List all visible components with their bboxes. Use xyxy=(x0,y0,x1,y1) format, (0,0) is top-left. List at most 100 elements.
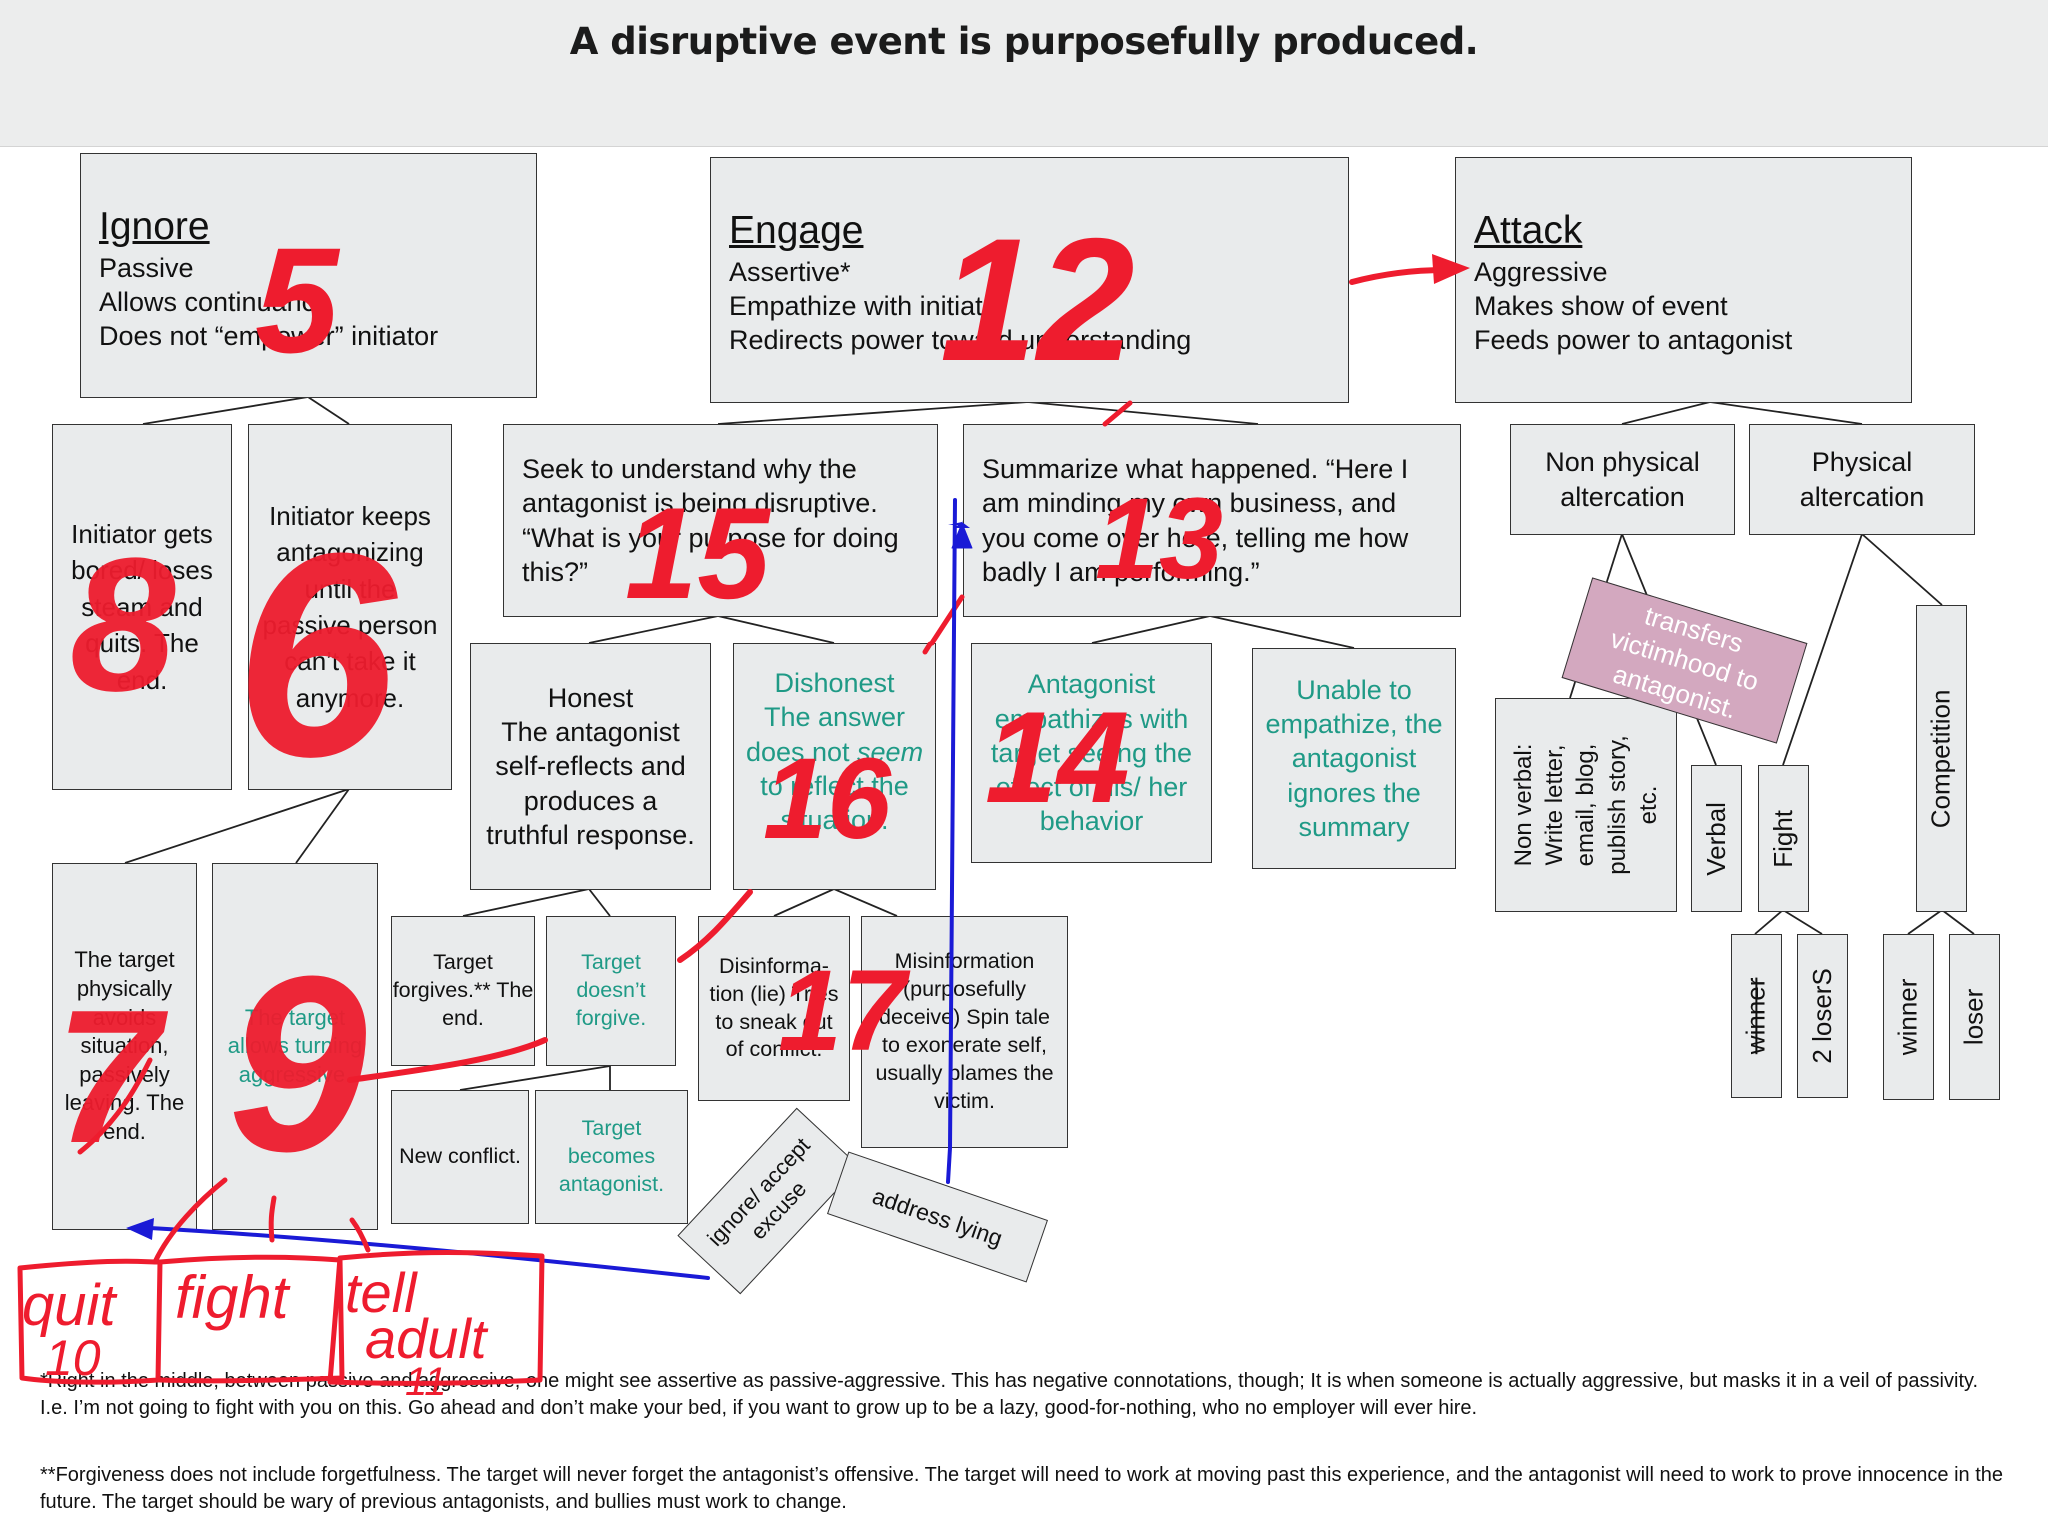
honest-box: Honest The antagonist self-reflects and … xyxy=(470,643,711,890)
connector xyxy=(1861,533,1943,606)
competition-winner-box: winner xyxy=(1883,934,1934,1100)
target-forgives-box: Target forgives.** The end. xyxy=(391,916,535,1066)
dishonest-text-a: The answer does not xyxy=(745,702,906,767)
connector xyxy=(1907,909,1943,935)
new-conflict-box: New conflict. xyxy=(391,1090,529,1224)
connector xyxy=(124,788,350,864)
engage-heading: Engage xyxy=(729,209,864,252)
target-not-forgive-box: Target doesn’t forgive. xyxy=(546,916,676,1066)
blue-arrow-head-icon xyxy=(951,522,973,549)
unable-empathize-box: Unable to empathize, the antagonist igno… xyxy=(1252,648,1456,869)
verbal-box: Verbal xyxy=(1691,765,1742,912)
connector xyxy=(1027,401,1259,425)
keeps-antagonizing-box: Initiator keeps antagonizing until the p… xyxy=(248,424,452,790)
dishonest-text-c: to reflect the situation. xyxy=(760,770,909,836)
ink-number: 5 xyxy=(255,216,341,384)
attack-box: Attack Aggressive Makes show of event Fe… xyxy=(1455,157,1912,403)
summarize-box: Summarize what happened. “Here I am mind… xyxy=(963,424,1461,617)
engage-line: Assertive* xyxy=(729,256,851,287)
competition-box: Competition xyxy=(1916,605,1967,912)
connector xyxy=(588,615,719,644)
ink-label: adult xyxy=(365,1307,489,1370)
connector xyxy=(295,788,350,864)
blue-arrow-head-icon xyxy=(126,1218,154,1240)
connector xyxy=(1621,401,1711,425)
connector xyxy=(1782,909,1823,935)
ink-stroke xyxy=(677,889,753,963)
ink-number: 7 xyxy=(55,971,169,1183)
arrow-head-icon xyxy=(1432,254,1470,284)
seek-understand-box: Seek to understand why the antagonist is… xyxy=(503,424,938,617)
ink-stroke xyxy=(1102,400,1133,427)
non-verbal-box: Non verbal: Write letter, email, blog, p… xyxy=(1495,698,1677,912)
attack-line: Makes show of event xyxy=(1474,291,1728,322)
ink-number: 12 xyxy=(940,203,1135,398)
connector xyxy=(1209,615,1355,649)
misinformation-box: Misinformation (purposefully deceive) Sp… xyxy=(861,916,1068,1148)
allows-aggressive-box: The target allows turning aggressive. xyxy=(212,863,378,1230)
connector xyxy=(717,615,835,644)
fight-losers-box: 2 loserS xyxy=(1797,934,1848,1098)
dishonest-heading: Dishonest xyxy=(774,668,895,698)
ink-number: 15 xyxy=(625,480,771,626)
connector xyxy=(459,1065,611,1091)
ignore-line: Allows continuance xyxy=(99,287,331,318)
attack-heading: Attack xyxy=(1474,209,1583,252)
engage-to-attack-arrow xyxy=(1349,267,1448,285)
ignore-line: Does not “empower” initiator xyxy=(99,321,439,352)
dishonest-emphasis: seem xyxy=(857,736,924,767)
ink-number: 14 xyxy=(985,684,1130,830)
fight-winner-box: winner xyxy=(1731,934,1782,1098)
ink-label: quit xyxy=(22,1273,118,1338)
ink-label: 10 xyxy=(45,1330,101,1386)
ink-number: 13 xyxy=(1095,475,1223,603)
ink-label: 11 xyxy=(405,1360,447,1404)
ink-number: 6 xyxy=(235,493,398,817)
footnote-forgiveness: **Forgiveness does not include forgetful… xyxy=(40,1464,2004,1513)
engage-box: Engage Assertive* Empathize with initiat… xyxy=(710,157,1349,403)
connector xyxy=(1941,909,1975,935)
connector xyxy=(1091,615,1211,644)
engage-line: Empathize with initiator xyxy=(729,291,1007,322)
connector xyxy=(1709,401,1863,425)
ink-number: 16 xyxy=(763,735,892,863)
ink-stroke xyxy=(347,1037,548,1083)
connector xyxy=(773,888,835,917)
non-physical-box: Non physical altercation xyxy=(1510,424,1735,535)
page-title: A disruptive event is purposefully produ… xyxy=(569,20,1479,63)
antagonist-empathizes-box: Antagonist empathizes with target seeing… xyxy=(971,643,1212,863)
ink-number: 9 xyxy=(228,924,367,1203)
ignore-heading: Ignore xyxy=(99,205,210,248)
attack-line: Aggressive xyxy=(1474,256,1608,287)
connector xyxy=(833,888,898,917)
dishonest-text: The answer does not seem to reflect the … xyxy=(744,700,925,837)
blue-arrow-line xyxy=(946,498,957,1184)
bored-box: Initiator gets bored/ loses steam and qu… xyxy=(52,424,232,790)
connector xyxy=(307,396,350,425)
dishonest-box: Dishonest The answer does not seem to re… xyxy=(733,643,936,890)
ink-label: tell xyxy=(345,1261,418,1324)
ink-box-fight xyxy=(157,1254,345,1384)
connector xyxy=(1782,533,1863,766)
ink-stroke xyxy=(929,594,965,646)
engage-line: Redirects power toward understanding xyxy=(729,325,1192,356)
attack-line: Feeds power to antagonist xyxy=(1474,325,1793,356)
disinformation-box: Disinforma-tion (lie) Tries to sneak out… xyxy=(698,916,850,1101)
connector xyxy=(142,396,309,425)
avoids-box: The target physically avoids situation, … xyxy=(52,863,197,1230)
ignore-box: Ignore Passive Allows continuance Does n… xyxy=(80,153,537,398)
ink-stroke xyxy=(922,641,933,655)
header-band: A disruptive event is purposefully produ… xyxy=(0,0,2048,147)
ink-box-tell-adult xyxy=(327,1250,545,1386)
connector xyxy=(1754,909,1784,935)
ink-number: 17 xyxy=(778,947,911,1075)
connector xyxy=(462,888,590,917)
fight-box: Fight xyxy=(1758,765,1809,912)
ink-label: fight xyxy=(175,1264,291,1331)
target-becomes-antagonist-box: Target becomes antagonist. xyxy=(535,1090,688,1224)
footnote-assertive: *Right in the middle, between passive an… xyxy=(40,1370,1979,1419)
competition-loser-box: loser xyxy=(1949,934,2000,1100)
